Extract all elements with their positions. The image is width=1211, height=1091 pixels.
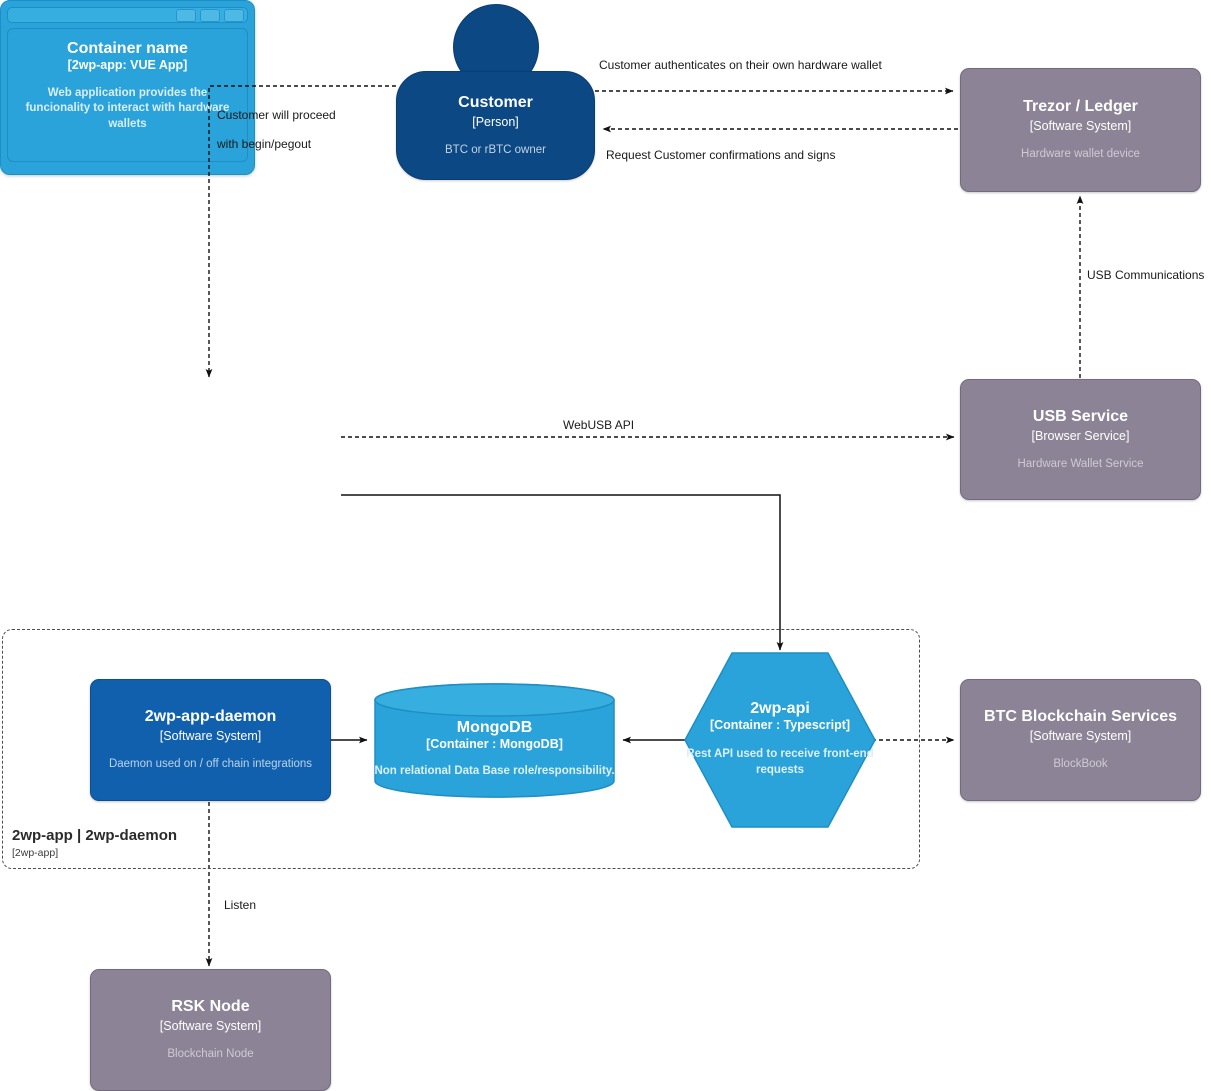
browser-titlebar: [7, 7, 248, 23]
node-trezor-ledger[interactable]: Trezor / Ledger [Software System] Hardwa…: [960, 68, 1201, 192]
node-container-name-tech: [2wp-app: VUE App]: [67, 57, 188, 72]
node-usb-service-name: USB Service: [1032, 407, 1129, 425]
node-mongodb-tech: [Container : MongoDB]: [426, 737, 563, 751]
edge-label-trezor-to-customer: Request Customer confirmations and signs: [606, 148, 836, 162]
node-2wp-app-daemon-desc: Daemon used on / off chain integrations: [108, 758, 313, 771]
edge-app-to-api: [341, 494, 784, 651]
node-btc-blockchain-services-name: BTC Blockchain Services: [984, 708, 1177, 726]
node-2wp-app-daemon-name: 2wp-app-daemon: [144, 708, 277, 726]
node-container-name-desc: Web application provides the funcionalit…: [25, 86, 230, 130]
node-customer[interactable]: Customer [Person] BTC or rBTC owner: [396, 71, 595, 180]
node-btc-blockchain-services-tech: [Software System]: [1029, 729, 1132, 744]
node-usb-service-desc: Hardware Wallet Service: [1017, 457, 1144, 470]
node-container-name-name: Container name: [67, 39, 188, 57]
node-container-name[interactable]: Container name [2wp-app: VUE App] Web ap…: [0, 0, 255, 175]
edge-label-usb-to-trezor: USB Communications: [1087, 268, 1205, 282]
node-customer-name: Customer: [458, 93, 533, 111]
node-btc-blockchain-services[interactable]: BTC Blockchain Services [Software System…: [960, 679, 1201, 801]
node-mongodb[interactable]: MongoDB [Container : MongoDB] Non relati…: [374, 683, 615, 798]
node-usb-service[interactable]: USB Service [Browser Service] Hardware W…: [960, 379, 1201, 500]
edge-label-customer-to-app-line1: Customer will proceed: [217, 108, 336, 122]
edge-label-customer-to-trezor: Customer authenticates on their own hard…: [599, 58, 882, 72]
node-2wp-api-label: 2wp-api [Container : Typescript] Rest AP…: [684, 700, 876, 778]
node-rsk-node-desc: Blockchain Node: [167, 1048, 254, 1061]
node-2wp-api-tech: [Container : Typescript]: [709, 718, 851, 732]
node-2wp-api[interactable]: 2wp-api [Container : Typescript] Rest AP…: [684, 652, 876, 828]
boundary-subtitle: [2wp-app]: [12, 847, 59, 859]
node-2wp-app-daemon[interactable]: 2wp-app-daemon [Software System] Daemon …: [90, 679, 331, 801]
edge-label-app-to-usb: WebUSB API: [563, 418, 635, 432]
cylinder-shape: [374, 683, 615, 798]
node-btc-blockchain-services-desc: BlockBook: [1053, 758, 1108, 771]
node-usb-service-tech: [Browser Service]: [1031, 428, 1130, 443]
node-rsk-node-name: RSK Node: [171, 998, 250, 1016]
node-customer-tech: [Person]: [472, 114, 519, 129]
browser-viewport: Container name [2wp-app: VUE App] Web ap…: [7, 28, 248, 162]
node-customer-desc: BTC or rBTC owner: [445, 143, 546, 156]
edge-label-daemon-to-rsk: Listen: [224, 898, 257, 912]
edge-label-customer-to-app-line2: with begin/pegout: [217, 137, 312, 151]
hexagon-shape: [684, 652, 876, 828]
boundary-2wp-app: [2, 629, 920, 869]
node-2wp-api-desc: Rest API used to receive front-end reque…: [686, 748, 874, 777]
node-trezor-ledger-name: Trezor / Ledger: [1023, 98, 1138, 116]
node-mongodb-desc: Non relational Data Base role/responsibi…: [374, 765, 615, 777]
node-mongodb-name: MongoDB: [456, 719, 533, 736]
node-2wp-app-daemon-tech: [Software System]: [159, 729, 262, 744]
node-2wp-api-name: 2wp-api: [750, 700, 810, 717]
browser-maximize-icon[interactable]: [200, 8, 220, 22]
browser-minimize-icon[interactable]: [176, 8, 196, 22]
node-trezor-ledger-tech: [Software System]: [1029, 119, 1132, 134]
node-rsk-node[interactable]: RSK Node [Software System] Blockchain No…: [90, 969, 331, 1091]
node-trezor-ledger-desc: Hardware wallet device: [1021, 148, 1140, 161]
browser-close-icon[interactable]: [224, 8, 244, 22]
boundary-title: 2wp-app | 2wp-daemon: [12, 827, 178, 844]
node-mongodb-label: MongoDB [Container : MongoDB] Non relati…: [374, 719, 615, 777]
node-rsk-node-tech: [Software System]: [159, 1019, 262, 1034]
